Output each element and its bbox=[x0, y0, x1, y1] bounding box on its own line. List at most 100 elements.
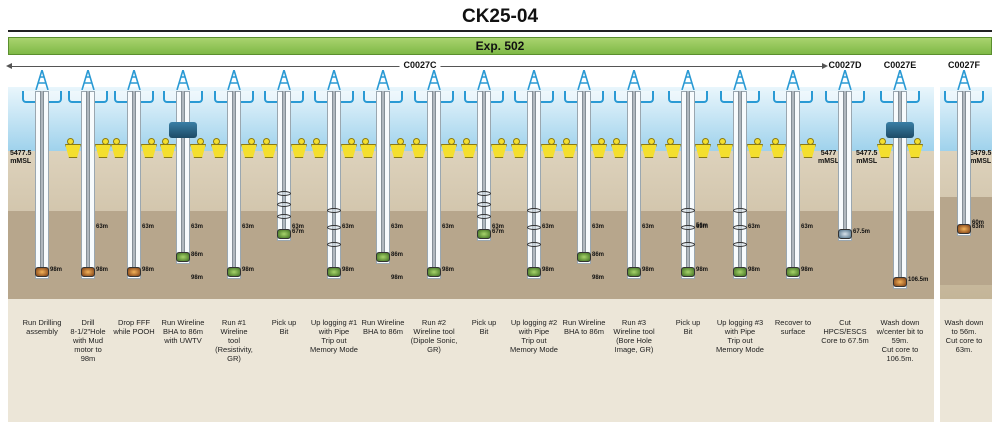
logging-tool-icon bbox=[327, 208, 341, 214]
uwtv-icon bbox=[886, 122, 914, 138]
drill-bit-icon bbox=[527, 266, 541, 277]
step-description-line: Run Drilling bbox=[22, 318, 62, 327]
pipe-end-depth-label: 98m bbox=[542, 266, 555, 273]
derrick-icon bbox=[376, 69, 390, 91]
casing-depth-label: 63m bbox=[391, 223, 404, 230]
extra-depth-label: 56m bbox=[696, 223, 709, 230]
step-column-9 bbox=[409, 69, 459, 317]
logging-tool-icon bbox=[733, 225, 747, 231]
step-description-line: Cut core to bbox=[881, 345, 919, 354]
panel-main bbox=[8, 87, 934, 422]
logging-tool-icon bbox=[527, 242, 541, 248]
pipe-end-depth-label: 98m bbox=[342, 266, 355, 273]
drill-pipe bbox=[181, 91, 185, 260]
step-column-4 bbox=[158, 69, 208, 317]
msl-unit: mMSL bbox=[818, 158, 839, 165]
packer-icon bbox=[160, 138, 206, 158]
step-description-line: Cut core to bbox=[945, 336, 983, 345]
casing-depth-label: 63m bbox=[748, 223, 761, 230]
step-column-11 bbox=[509, 69, 559, 317]
packer-icon bbox=[111, 138, 157, 158]
derrick-icon bbox=[327, 69, 341, 91]
step-description-line: Pick up bbox=[471, 318, 497, 327]
casing-depth-label: 63m bbox=[191, 223, 204, 230]
drill-pipe bbox=[332, 91, 336, 275]
logging-tool-icon bbox=[327, 242, 341, 248]
step-description-line: Run #1 bbox=[221, 318, 247, 327]
step-description-line: Wash down bbox=[880, 318, 920, 327]
step-description-line: Up logging #1 bbox=[310, 318, 358, 327]
step-description-line: GR) bbox=[227, 354, 241, 363]
drill-bit-icon bbox=[838, 229, 852, 240]
casing-depth-label: 63m bbox=[642, 223, 655, 230]
packer-icon bbox=[411, 138, 457, 158]
step-description-line: Wireline tool bbox=[413, 327, 455, 336]
pipe-end-depth-label: 67.5m bbox=[853, 229, 871, 236]
drill-pipe bbox=[898, 91, 902, 285]
packer-icon bbox=[561, 138, 607, 158]
logging-tool-icon bbox=[277, 191, 291, 197]
derrick-icon bbox=[277, 69, 291, 91]
pipe-end-depth-label: 98m bbox=[242, 266, 255, 273]
msl-unit: mMSL bbox=[970, 158, 992, 165]
pipe-end-depth-label: 67m bbox=[292, 228, 305, 235]
casing-depth-label: 60m bbox=[972, 220, 985, 227]
step-column-12 bbox=[559, 69, 609, 317]
step-column-7 bbox=[309, 69, 359, 317]
step-description-line: Run #3 bbox=[621, 318, 647, 327]
packer-icon bbox=[877, 138, 923, 158]
step-description-line: motor to bbox=[74, 345, 102, 354]
msl-unit: mMSL bbox=[856, 158, 878, 165]
step-description-line: Bit bbox=[279, 327, 289, 336]
step-description-line: Up logging #2 bbox=[510, 318, 558, 327]
pipe-end-depth-label: 98m bbox=[142, 266, 155, 273]
site-label-e: C0027E bbox=[883, 60, 917, 70]
step-description-line: with Mud bbox=[72, 336, 103, 345]
drill-pipe bbox=[86, 91, 90, 275]
msl-value: 5479.5 bbox=[970, 150, 992, 157]
step-description-line: with UWTV bbox=[164, 336, 202, 345]
drill-pipe bbox=[738, 91, 742, 275]
step-description-line: Drop FFF bbox=[117, 318, 151, 327]
step-description-line: BHA to 86m bbox=[563, 327, 605, 336]
drill-pipe bbox=[843, 91, 847, 238]
msl-label-d: 5477 mMSL bbox=[818, 150, 839, 166]
derrick-icon bbox=[127, 69, 141, 91]
step-description-line: 63m. bbox=[955, 345, 973, 354]
packer-icon bbox=[65, 138, 111, 158]
msl-value: 5477.5 bbox=[10, 150, 32, 157]
step-description-line: assembly bbox=[26, 327, 58, 336]
drill-bit-icon bbox=[477, 228, 491, 239]
step-column-19 bbox=[939, 69, 989, 317]
step-column-16 bbox=[768, 69, 818, 317]
drill-pipe bbox=[132, 91, 136, 275]
drill-bit-icon bbox=[227, 266, 241, 277]
logging-tool-icon bbox=[681, 208, 695, 214]
derrick-icon bbox=[786, 69, 800, 91]
logging-tool-icon bbox=[527, 208, 541, 214]
extra-depth-label: 98m bbox=[191, 274, 204, 281]
step-description-line: Wireline tool bbox=[613, 327, 655, 336]
derrick-icon bbox=[957, 69, 971, 91]
logging-tool-icon bbox=[277, 213, 291, 219]
step-description-line: Drill bbox=[81, 318, 95, 327]
pipe-end-depth-label: 86m bbox=[592, 251, 605, 258]
drill-bit-icon bbox=[127, 266, 141, 277]
logging-tool-icon bbox=[733, 242, 747, 248]
step-description-line: Image, GR) bbox=[614, 345, 654, 354]
drill-pipe bbox=[482, 91, 486, 237]
step-column-2 bbox=[63, 69, 113, 317]
pipe-end-depth-label: 98m bbox=[696, 266, 709, 273]
step-description-line: (Resistivity, bbox=[215, 345, 253, 354]
step-description-line: Run Wireline bbox=[562, 318, 606, 327]
drill-pipe bbox=[791, 91, 795, 275]
